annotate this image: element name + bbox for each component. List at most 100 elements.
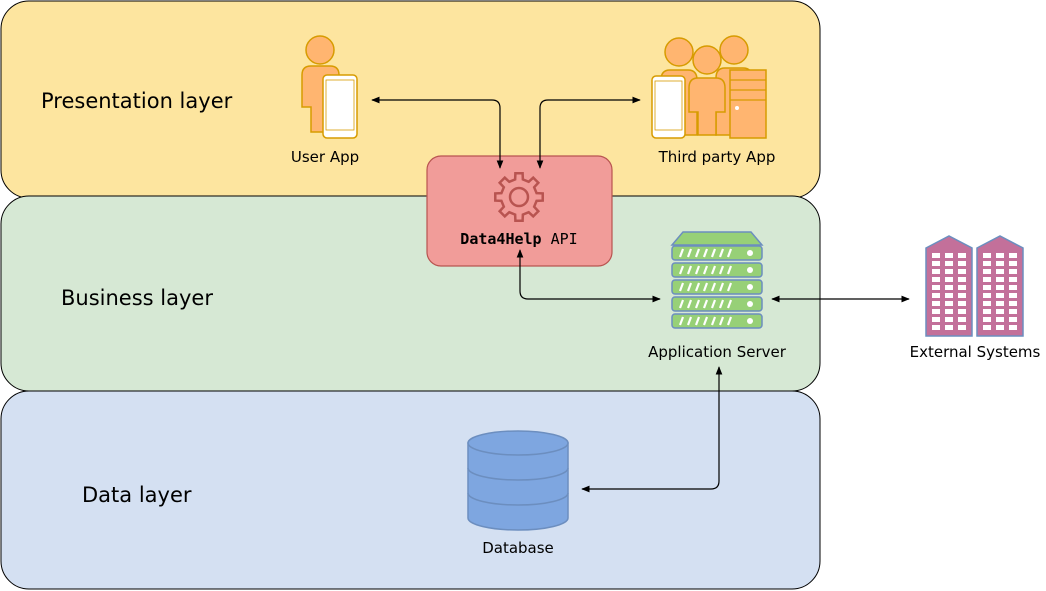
building-window: [932, 277, 940, 282]
building-window: [958, 285, 966, 290]
server-unit: [671, 296, 763, 312]
building-window: [958, 269, 966, 274]
connector-api-third-party: [536, 96, 641, 169]
building-window: [983, 285, 991, 290]
building-window: [996, 269, 1004, 274]
building-window: [983, 253, 991, 258]
server-vent: [686, 316, 693, 326]
app-server-label: Application Server: [648, 343, 787, 361]
user-app-label: User App: [291, 148, 359, 166]
building-window: [996, 317, 1004, 322]
building-window: [945, 325, 953, 330]
server-vent: [686, 265, 693, 275]
third-party-app-node[interactable]: Third party App: [651, 35, 775, 166]
building-window: [958, 301, 966, 306]
app-server-node[interactable]: Application Server: [648, 231, 787, 361]
server-vent: [726, 299, 733, 309]
server-vent: [694, 248, 701, 258]
building-window: [945, 253, 953, 258]
building-window: [945, 261, 953, 266]
building-window: [945, 293, 953, 298]
server-unit: [671, 262, 763, 278]
building-window: [945, 309, 953, 314]
building-window: [932, 301, 940, 306]
server-vent: [678, 282, 685, 292]
building-window: [1009, 253, 1017, 258]
api-node[interactable]: Data4Help API: [426, 155, 613, 267]
server-led: [747, 318, 753, 324]
building-window: [945, 269, 953, 274]
user-app-node[interactable]: User App: [291, 35, 359, 166]
external-systems-label: External Systems: [910, 343, 1041, 361]
server-vent: [702, 316, 709, 326]
server-led: [747, 250, 753, 256]
building-window: [932, 309, 940, 314]
server-vent: [726, 316, 733, 326]
server-vent: [678, 316, 685, 326]
connector-user-app-api: [371, 96, 504, 169]
building-window: [932, 317, 940, 322]
building-window: [945, 277, 953, 282]
business-layer-label: Business layer: [61, 286, 213, 310]
server-vent: [678, 248, 685, 258]
building-window: [958, 277, 966, 282]
server-vent: [726, 282, 733, 292]
server-vent: [718, 248, 725, 258]
building-window: [932, 253, 940, 258]
building-window: [945, 285, 953, 290]
building-window: [932, 261, 940, 266]
building-window: [945, 301, 953, 306]
server-vent: [718, 265, 725, 275]
server-unit: [671, 279, 763, 295]
connector-app-server-database: [581, 366, 723, 493]
server-vent: [718, 299, 725, 309]
connector-api-app-server: [516, 249, 661, 303]
building-window: [983, 301, 991, 306]
building-window: [983, 325, 991, 330]
server-vent: [710, 248, 717, 258]
server-rack-icon: [670, 231, 764, 329]
server-vent: [694, 316, 701, 326]
server-vent: [702, 248, 709, 258]
server-vent: [710, 265, 717, 275]
server-vent: [710, 299, 717, 309]
gear-icon: [494, 172, 544, 222]
server-top: [670, 231, 764, 246]
building-window: [983, 277, 991, 282]
server-vent: [686, 248, 693, 258]
building-window: [958, 309, 966, 314]
server-vent: [702, 282, 709, 292]
gear-hole: [508, 186, 530, 208]
server-vent: [686, 299, 693, 309]
person-with-phone-icon: [301, 35, 358, 139]
database-node[interactable]: Database: [467, 430, 569, 557]
server-unit: [671, 245, 763, 261]
server-vent: [718, 316, 725, 326]
external-systems-node[interactable]: External Systems: [910, 235, 1041, 361]
server-vent: [710, 316, 717, 326]
building-window: [1009, 301, 1017, 306]
building-window: [1009, 325, 1017, 330]
presentation-layer-label: Presentation layer: [41, 89, 233, 113]
building-window: [958, 317, 966, 322]
building-window: [1009, 269, 1017, 274]
database-cylinder-icon: [467, 430, 569, 531]
server-vent: [694, 265, 701, 275]
server-vent: [678, 299, 685, 309]
server-led: [747, 267, 753, 273]
building-window: [983, 269, 991, 274]
server-vent: [686, 282, 693, 292]
building-window: [1009, 309, 1017, 314]
building-window: [958, 325, 966, 330]
server-vent: [726, 265, 733, 275]
server-led: [747, 301, 753, 307]
server-unit: [671, 313, 763, 329]
building-window: [983, 309, 991, 314]
building-window: [958, 293, 966, 298]
building-window: [1009, 293, 1017, 298]
building-window: [1009, 261, 1017, 266]
server-vent: [726, 248, 733, 258]
data-layer-label: Data layer: [82, 483, 192, 507]
